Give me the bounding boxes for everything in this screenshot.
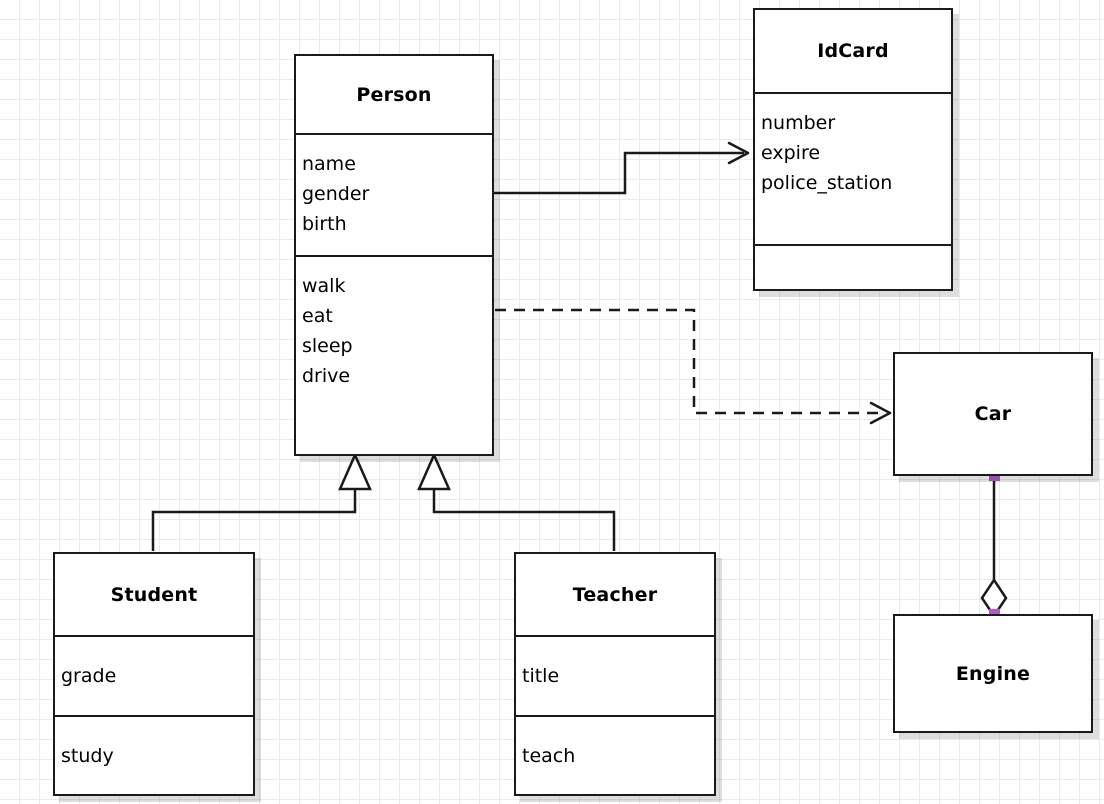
edge-person-idcard[interactable] — [494, 141, 750, 195]
method: eat — [302, 305, 333, 327]
class-box-car[interactable]: Car — [893, 352, 1093, 476]
method: walk — [302, 275, 346, 297]
edge-teacher-person[interactable] — [417, 451, 616, 551]
method: sleep — [302, 335, 353, 357]
attribute: title — [522, 665, 560, 687]
class-attributes-teacher: title — [516, 635, 714, 715]
class-box-idcard[interactable]: IdCard number expire police_station — [753, 8, 953, 291]
attribute: number — [761, 112, 836, 134]
class-name-engine: Engine — [955, 662, 1031, 685]
class-methods-teacher: teach — [516, 715, 714, 794]
method: drive — [302, 365, 351, 387]
class-box-person[interactable]: Person name gender birth walk eat sleep … — [294, 54, 494, 456]
attribute: expire — [761, 142, 821, 164]
edge-person-car[interactable] — [495, 308, 892, 425]
class-methods-person: walk eat sleep drive — [296, 255, 492, 454]
class-box-engine[interactable]: Engine — [893, 614, 1093, 733]
attribute: grade — [61, 665, 117, 687]
class-attributes-student: grade — [55, 635, 253, 715]
attribute: birth — [302, 213, 347, 235]
class-attributes-idcard: number expire police_station — [755, 92, 951, 244]
class-name-idcard: IdCard — [817, 40, 889, 62]
class-methods-student: study — [55, 715, 253, 794]
class-name-person: Person — [356, 83, 432, 106]
class-name-student: Student — [110, 583, 198, 606]
method: study — [61, 744, 114, 767]
class-name-teacher: Teacher — [572, 583, 658, 606]
class-methods-idcard — [755, 244, 951, 289]
class-box-teacher[interactable]: Teacher title teach — [514, 552, 716, 796]
edge-car-engine[interactable] — [980, 476, 1008, 619]
class-attributes-person: name gender birth — [296, 133, 492, 255]
method: teach — [522, 744, 576, 767]
class-name-car: Car — [974, 403, 1012, 425]
edge-student-person[interactable] — [151, 451, 372, 551]
attribute: police_station — [761, 172, 893, 194]
attribute: gender — [302, 183, 370, 205]
class-box-student[interactable]: Student grade study — [53, 552, 255, 796]
attribute: name — [302, 153, 356, 175]
